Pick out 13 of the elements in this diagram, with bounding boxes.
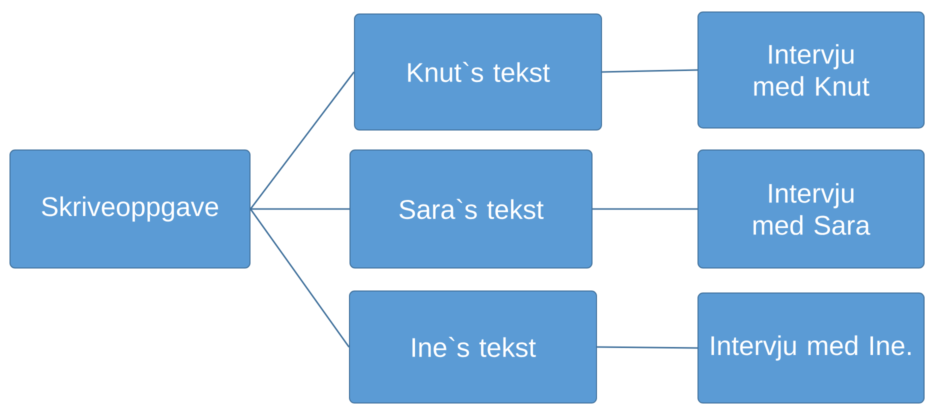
process-box: Intervju med Ine. bbox=[698, 292, 924, 404]
connector-line bbox=[592, 208, 698, 210]
process-box: Skriveoppgave bbox=[10, 150, 250, 268]
connector-line bbox=[250, 72, 355, 210]
process-box: Intervju med Sara bbox=[698, 150, 924, 268]
process-box: Intervju med Knut bbox=[698, 12, 924, 128]
process-box: Knut`s tekst bbox=[354, 14, 602, 130]
connector-line bbox=[602, 69, 698, 73]
connector-line bbox=[250, 208, 350, 210]
process-box: Ine`s tekst bbox=[349, 290, 597, 404]
connector-line bbox=[250, 208, 350, 348]
connector-line bbox=[597, 346, 698, 349]
process-box: Sara`s tekst bbox=[350, 150, 592, 268]
